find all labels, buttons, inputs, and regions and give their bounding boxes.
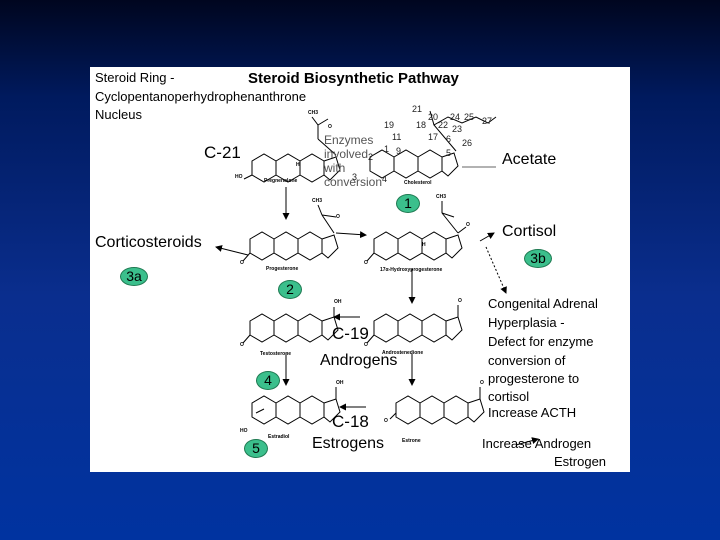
carbon-4: 4 <box>382 174 388 184</box>
testosterone-substituents <box>242 307 335 344</box>
carbon-26: 26 <box>462 138 473 148</box>
carbon-18: 18 <box>416 120 427 130</box>
arrow-to-increase-androgen <box>515 437 539 446</box>
c21-label: C-21 <box>204 143 241 162</box>
hydroxyprogesterone-h-label: H <box>422 242 426 248</box>
arrow-cortisol-to-cah <box>485 246 507 294</box>
nucleus-label-line3: Nucleus <box>95 107 142 122</box>
estrone-o-label: O <box>480 380 484 386</box>
slide-panel: Steroid Ring - Cyclopentanoperhydrophena… <box>90 67 630 472</box>
androstenedione-o-ketone-label: O <box>458 298 462 304</box>
carbon-5: 5 <box>446 148 452 158</box>
cah-note-line7: Increase ACTH <box>488 405 577 420</box>
step-badge-3a: 3a <box>120 267 148 286</box>
hydroxyprogesterone-o-ketone-label: O <box>466 222 470 228</box>
cholesterol-side-chain <box>429 110 497 152</box>
estrone-structure <box>395 395 485 425</box>
step-badge-2: 2 <box>278 280 302 299</box>
cah-note-line3: Defect for enzyme <box>488 334 594 349</box>
estradiol-label: Estradiol <box>268 434 290 440</box>
arrow-progesterone-to-hydroxy <box>335 231 367 239</box>
androgens-label: Androgens <box>320 352 398 369</box>
carbon-11: 11 <box>392 132 402 142</box>
carbon-2: 2 <box>368 152 374 162</box>
testosterone-oh-label: OH <box>334 299 342 305</box>
estrone-label: Estrone <box>402 438 421 444</box>
testosterone-structure <box>249 313 339 343</box>
carbon-27: 27 <box>482 116 493 126</box>
pathway-diagram <box>215 110 539 446</box>
enzymes-note-line1: Enzymes <box>324 133 374 147</box>
carbon-3: 3 <box>352 172 358 182</box>
corticosteroids-label: Corticosteroids <box>95 234 202 251</box>
androstenedione-structure <box>373 313 463 343</box>
arrow-to-cortisol <box>479 232 495 242</box>
estrone-substituents <box>389 387 481 420</box>
pregnenolone-o-label: O <box>328 124 332 130</box>
carbon-22: 22 <box>438 120 449 130</box>
nucleus-label-line2: Cyclopentanoperhydrophenanthrone <box>95 89 307 104</box>
step-badge-4: 4 <box>256 371 280 390</box>
progesterone-o-label: O <box>240 260 244 266</box>
estrogen-label: Estrogen <box>554 454 607 469</box>
pregnenolone-label: Pregnenolone <box>264 178 298 184</box>
estrone-o-label-left: O <box>384 418 388 424</box>
carbon-19: 19 <box>384 120 395 130</box>
step-badge-1: 1 <box>396 194 420 213</box>
page-title: Steroid Biosynthetic Pathway <box>248 70 459 87</box>
estrogens-label: Estrogens <box>312 435 385 452</box>
pregnenolone-h-label: H <box>296 162 300 168</box>
hydroxyprogesterone-ch3-label: CH3 <box>436 194 447 200</box>
pregnenolone-ho-label: HO <box>235 174 243 180</box>
acetate-label: Acetate <box>502 151 557 168</box>
carbon-25: 25 <box>464 112 475 122</box>
cah-note-line6: cortisol <box>488 389 530 404</box>
hydroxyprogesterone-side-chain <box>366 201 467 262</box>
cah-note-line1: Congenital Adrenal <box>488 296 598 311</box>
hydroxyprogesterone-label: 17α-Hydroxyprogesterone <box>380 267 443 273</box>
carbon-1: 1 <box>384 144 390 154</box>
androstenedione-o-label: O <box>364 342 368 348</box>
cholesterol-label: Cholesterol <box>404 180 432 186</box>
estradiol-oh-label: OH <box>336 380 344 386</box>
carbon-17: 17 <box>428 132 439 142</box>
carbon-20: 20 <box>428 112 439 122</box>
progesterone-side-chain <box>242 204 337 262</box>
cortisol-label: Cortisol <box>502 223 557 240</box>
step-badge-5: 5 <box>244 439 268 458</box>
androstenedione-substituents <box>366 305 459 344</box>
hydroxyprogesterone-structure <box>373 231 463 261</box>
enzymes-note-line2: involved <box>324 147 369 161</box>
cah-note-line4: conversion of <box>488 353 566 368</box>
enzymes-note-line4: conversion <box>324 175 383 189</box>
enzymes-note-line3: with <box>324 161 346 175</box>
pregnenolone-ch3-label: CH3 <box>308 110 319 116</box>
estradiol-ho-label: HO <box>240 428 248 434</box>
hydroxyprogesterone-o-label: O <box>364 260 368 266</box>
carbon-21: 21 <box>412 104 423 114</box>
testosterone-o-label: O <box>240 342 244 348</box>
nucleus-label-line1: Steroid Ring - <box>95 70 175 85</box>
estradiol-substituents <box>255 387 337 414</box>
progesterone-o-ketone-label: O <box>336 214 340 220</box>
cah-note-line5: progesterone to <box>488 371 580 386</box>
cah-note-line2: Hyperplasia - <box>488 315 565 330</box>
carbon-6: 6 <box>446 134 452 144</box>
carbon-23: 23 <box>452 124 463 134</box>
c19-label: C-19 <box>332 324 369 343</box>
pregnenolone-side-chain <box>243 116 337 180</box>
testosterone-label: Testosterone <box>260 351 292 357</box>
progesterone-structure <box>249 231 339 261</box>
progesterone-ch3-label: CH3 <box>312 198 323 204</box>
progesterone-label: Progesterone <box>266 266 299 272</box>
carbon-24: 24 <box>450 112 461 122</box>
estradiol-structure <box>251 395 341 425</box>
arrow-to-corticosteroids <box>215 245 249 256</box>
androstenedione-label: Androstenedione <box>382 350 424 356</box>
carbon-9: 9 <box>396 146 402 156</box>
c18-label: C-18 <box>332 412 369 431</box>
step-badge-3b: 3b <box>524 249 552 268</box>
increase-androgen-label: Increase Androgen <box>482 436 592 451</box>
